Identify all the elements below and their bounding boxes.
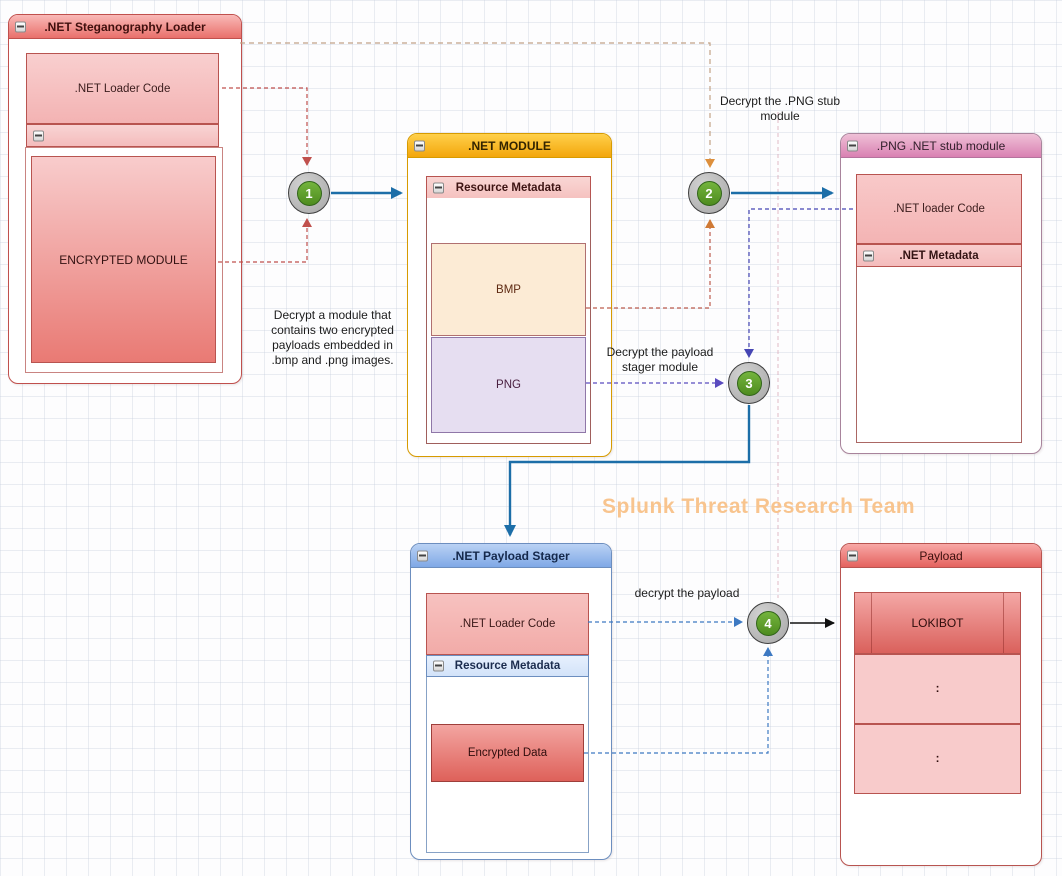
collapse-icon[interactable] bbox=[433, 660, 444, 672]
annotation-step1: Decrypt a module that contains two encry… bbox=[271, 308, 394, 367]
collapse-icon[interactable] bbox=[414, 140, 425, 151]
window-title: .NET MODULE bbox=[468, 138, 551, 153]
annotation-step3: Decrypt the payload stager module bbox=[606, 345, 714, 374]
net-loader-code-box[interactable]: .NET loader Code bbox=[856, 174, 1022, 244]
net-metadata-body bbox=[856, 267, 1022, 443]
window-title: .PNG .NET stub module bbox=[876, 138, 1006, 153]
step-circle-3[interactable]: 3 bbox=[728, 362, 770, 404]
net-loader-code-box[interactable]: .NET Loader Code bbox=[426, 593, 589, 655]
window-title: .NET Payload Stager bbox=[452, 548, 570, 563]
window-png-net-stub-module[interactable]: .PNG .NET stub module .NET loader Code .… bbox=[840, 133, 1042, 454]
collapse-icon[interactable] bbox=[847, 550, 858, 561]
window-titlebar: Payload bbox=[841, 544, 1041, 568]
step-number: 2 bbox=[696, 180, 722, 206]
window-titlebar: .NET Payload Stager bbox=[411, 544, 611, 568]
process-sidebar-right bbox=[1003, 593, 1004, 653]
resource-metadata-header[interactable]: Resource Metadata bbox=[426, 655, 589, 677]
step-circle-2[interactable]: 2 bbox=[688, 172, 730, 214]
payload-item-box[interactable]: : bbox=[854, 724, 1021, 794]
collapsed-group-strip[interactable] bbox=[26, 124, 219, 147]
window-net-steganography-loader[interactable]: .NET Steganography Loader .NET Loader Co… bbox=[8, 14, 242, 384]
bmp-resource-box[interactable]: BMP bbox=[431, 243, 586, 336]
step-circle-1[interactable]: 1 bbox=[288, 172, 330, 214]
window-net-module[interactable]: .NET MODULE Resource Metadata BMP PNG bbox=[407, 133, 612, 457]
collapse-icon[interactable] bbox=[33, 130, 44, 141]
png-resource-box[interactable]: PNG bbox=[431, 337, 586, 433]
step-number: 4 bbox=[755, 610, 781, 636]
collapse-icon[interactable] bbox=[15, 21, 26, 32]
collapse-icon[interactable] bbox=[847, 140, 858, 151]
window-payload[interactable]: Payload LOKIBOT : : bbox=[840, 543, 1042, 866]
step-circle-4[interactable]: 4 bbox=[747, 602, 789, 644]
encrypted-module-box[interactable]: ENCRYPTED MODULE bbox=[31, 156, 216, 363]
window-title: .NET Steganography Loader bbox=[44, 19, 206, 34]
window-titlebar: .NET MODULE bbox=[408, 134, 611, 158]
resource-metadata-header[interactable]: Resource Metadata bbox=[426, 176, 591, 199]
collapse-icon[interactable] bbox=[863, 250, 874, 261]
net-loader-code-box[interactable]: .NET Loader Code bbox=[26, 53, 219, 124]
window-titlebar: .NET Steganography Loader bbox=[9, 15, 241, 39]
process-sidebar-left bbox=[871, 593, 872, 653]
payload-item-box[interactable]: : bbox=[854, 654, 1021, 724]
lokibot-box[interactable]: LOKIBOT bbox=[854, 592, 1021, 654]
encrypted-data-box[interactable]: Encrypted Data bbox=[431, 724, 584, 782]
connector-stub-to-step3 bbox=[744, 208, 853, 358]
window-net-payload-stager[interactable]: .NET Payload Stager .NET Loader Code Res… bbox=[410, 543, 612, 860]
net-metadata-header[interactable]: .NET Metadata bbox=[856, 244, 1022, 267]
step-number: 3 bbox=[736, 370, 762, 396]
annotation-step4: decrypt the payload bbox=[634, 586, 740, 600]
annotation-step2: Decrypt the .PNG stub module bbox=[719, 94, 841, 123]
collapse-icon[interactable] bbox=[417, 550, 428, 561]
collapse-icon[interactable] bbox=[433, 182, 444, 193]
step-number: 1 bbox=[296, 180, 322, 206]
window-title: Payload bbox=[919, 548, 963, 563]
window-titlebar: .PNG .NET stub module bbox=[841, 134, 1041, 158]
watermark-text: Splunk Threat Research Team bbox=[602, 495, 916, 518]
